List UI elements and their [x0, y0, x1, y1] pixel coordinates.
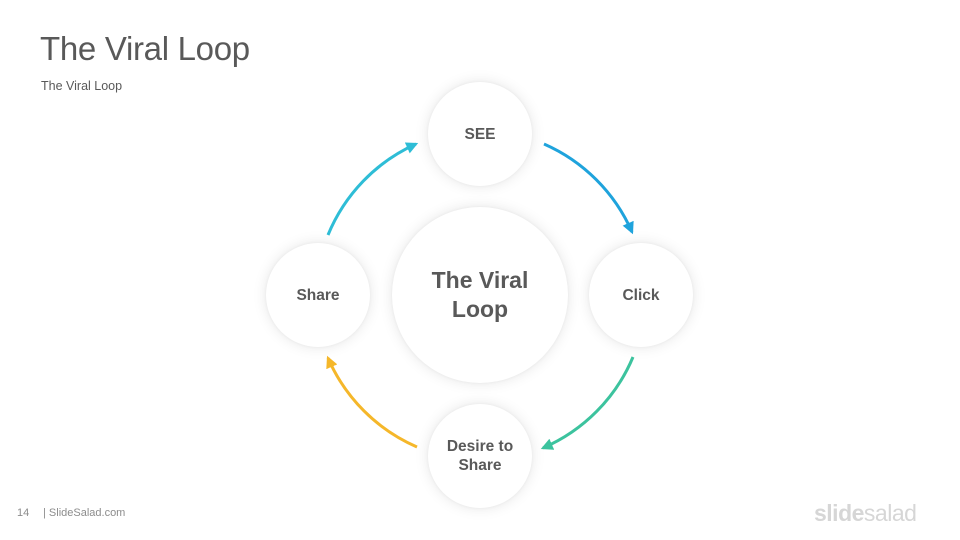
center-label-line2: Loop: [451, 296, 509, 322]
step-label-line1: Desire to: [446, 438, 514, 455]
arrow-click-to-desire: [540, 356, 635, 450]
arrow-see-to-click: [543, 142, 634, 235]
center-label-line1: The Viral: [431, 267, 529, 293]
step-label-line2: Share: [458, 457, 502, 474]
arrow-desire-to-share: [326, 355, 418, 449]
arrow-share-to-see: [326, 142, 419, 236]
step-label: Share: [296, 286, 340, 304]
footer-site: | SlideSalad.com: [43, 507, 126, 519]
step-node-share: Share: [266, 243, 370, 347]
brand-logo: slidesalad: [814, 500, 917, 527]
slide-subtitle: The Viral Loop: [41, 79, 123, 93]
center-node: The Viral Loop: [392, 207, 568, 383]
step-label: Click: [622, 286, 660, 304]
logo-bold-part: slide: [814, 500, 864, 526]
slide-title: The Viral Loop: [40, 30, 250, 67]
step-label: SEE: [464, 125, 496, 143]
step-node-click: Click: [589, 243, 693, 347]
page-number: 14: [17, 507, 30, 519]
step-node-see: SEE: [428, 82, 532, 186]
step-node-desire-to-share: Desire to Share: [428, 404, 532, 508]
logo-regular-part: salad: [863, 500, 917, 526]
